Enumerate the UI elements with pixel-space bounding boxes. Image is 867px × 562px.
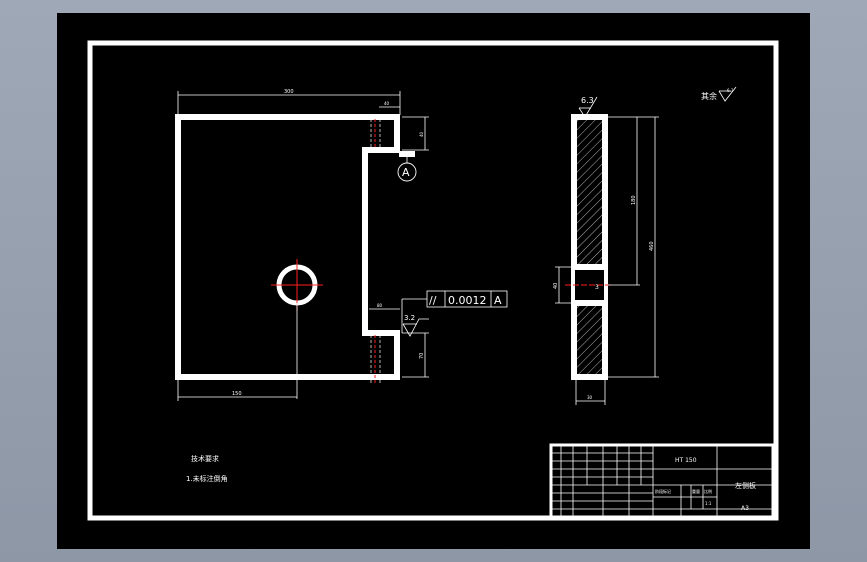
title-material: HT 150: [675, 457, 697, 464]
dim-height-full: 460: [649, 241, 655, 251]
front-view-outline: [175, 114, 400, 380]
front-view: 300 40 40 A // 0.0012 A 3.2 80 70: [175, 89, 508, 401]
title-stage-header: 阶段标记: [655, 488, 671, 494]
sheet-frame: [87, 40, 779, 521]
tech-requirements-item-1: 1.未标注倒角: [186, 474, 228, 483]
general-roughness-label: 其余: [701, 91, 717, 101]
dim-top-small: 40: [384, 101, 390, 106]
title-weight-header: 重量: [692, 488, 700, 494]
parallelism-datum: A: [494, 294, 502, 307]
dim-right-lower: 70: [419, 353, 425, 359]
dim-width-bottom: 30: [587, 395, 593, 400]
dim-right-upper: 40: [419, 131, 424, 137]
side-view: 6.3 180 460 40 3 30: [553, 96, 659, 405]
tech-requirements: 技术要求 1.未标注倒角: [186, 454, 228, 483]
title-scale: 1:1: [705, 501, 712, 506]
roughness-side: 3.2: [404, 314, 415, 322]
roughness-top: 6.3: [581, 96, 594, 105]
parallelism-symbol: //: [429, 294, 437, 307]
dim-hole-right: 3: [595, 284, 599, 291]
general-roughness: 其余 6.3: [701, 86, 737, 102]
parallelism-tolerance: 0.0012: [448, 294, 487, 307]
title-block: HT 150 左侧板 A3 1:1 阶段标记 重量 比例: [549, 443, 775, 519]
dim-height-mid: 180: [631, 195, 637, 205]
side-view-outline: [571, 114, 608, 380]
drawing-canvas: 300 40 40 A // 0.0012 A 3.2 80 70: [87, 40, 779, 521]
datum-a-label: A: [402, 166, 410, 179]
dim-bottom-left: 150: [232, 391, 242, 397]
title-scale-header: 比例: [704, 488, 712, 494]
dim-hole-left: 40: [553, 283, 559, 289]
dim-top-width: 300: [284, 89, 294, 95]
dim-lower-step: 80: [377, 303, 383, 308]
tech-requirements-title: 技术要求: [191, 454, 219, 463]
cad-viewport[interactable]: 300 40 40 A // 0.0012 A 3.2 80 70: [57, 13, 810, 549]
general-roughness-value: 6.3: [727, 88, 734, 93]
title-sheet-size: A3: [741, 505, 749, 512]
title-part-name: 左侧板: [735, 481, 756, 490]
